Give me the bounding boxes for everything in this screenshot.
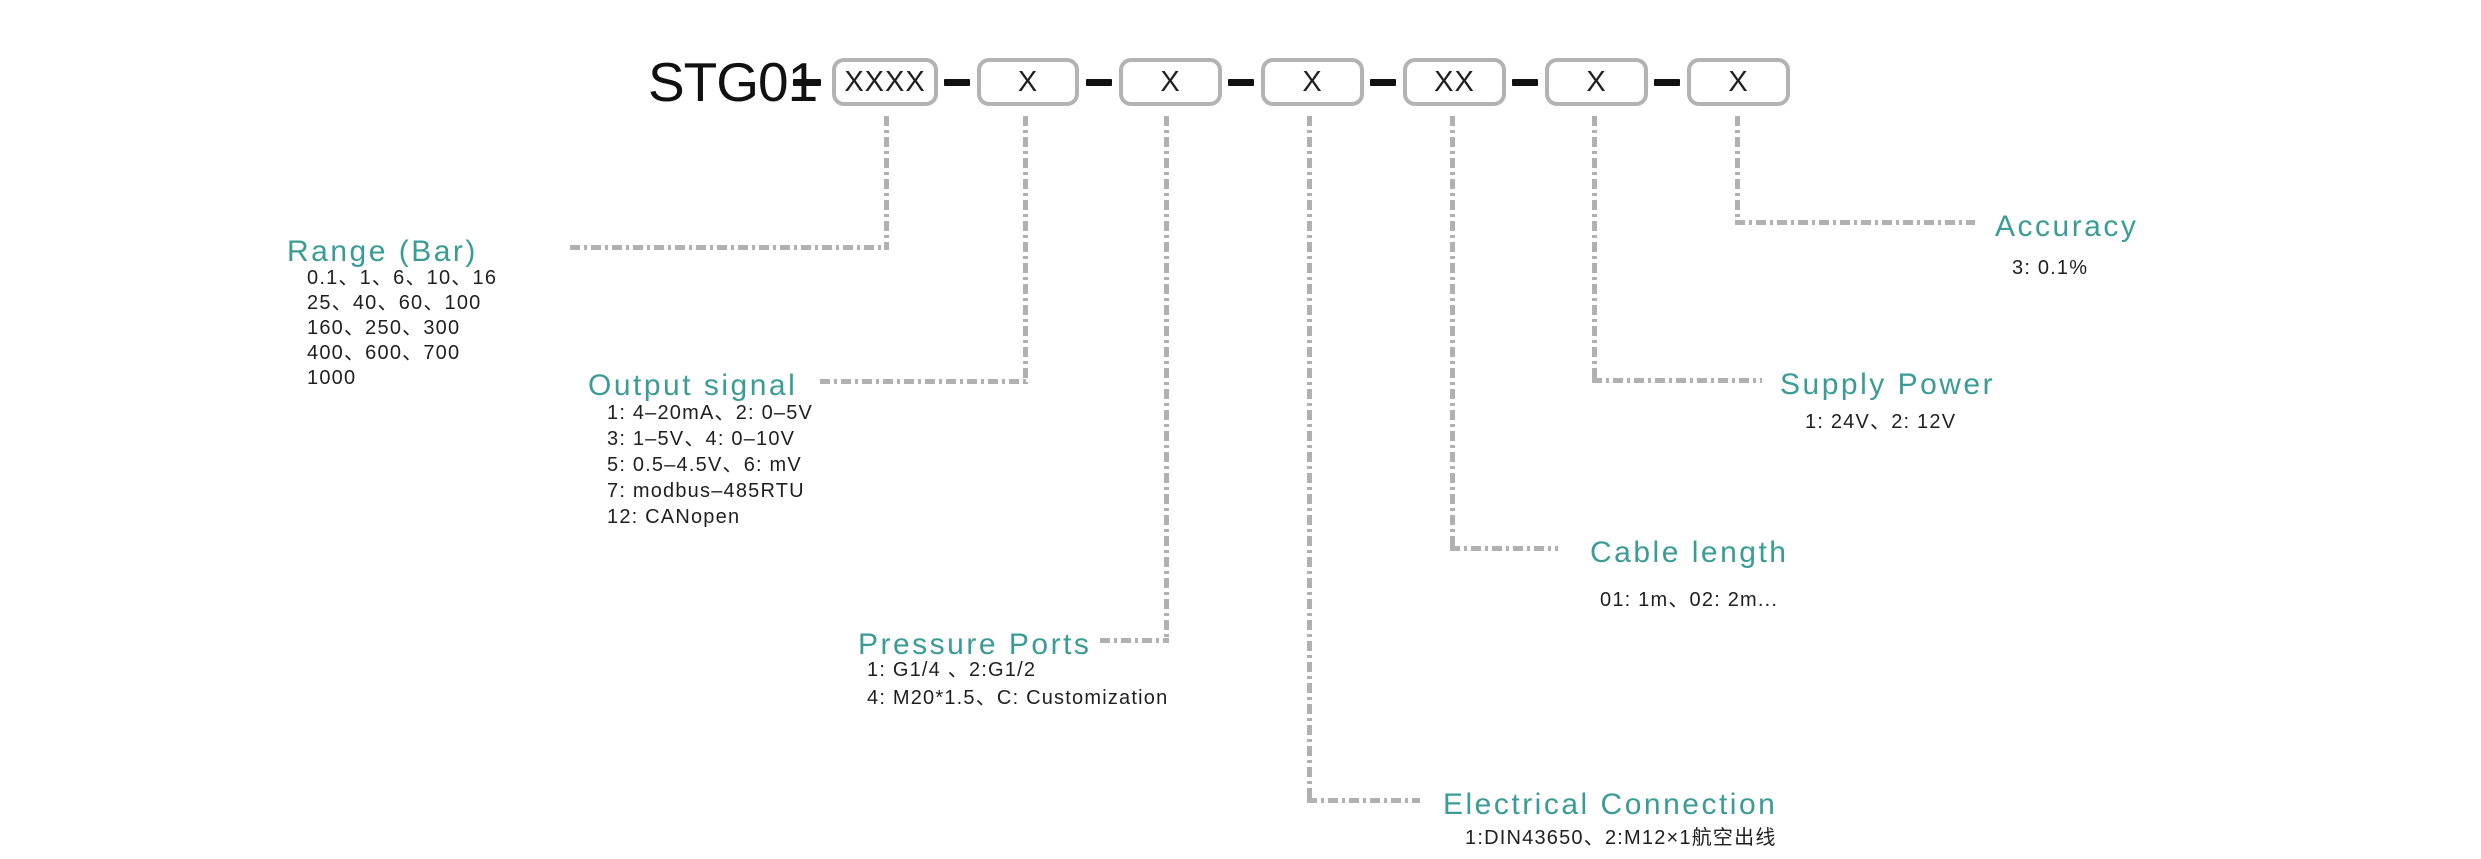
code-separator-dash: [1654, 79, 1680, 86]
accuracy-values: 3: 0.1%: [2012, 256, 2088, 281]
electrical-connection-connector-horizontal: [1307, 798, 1420, 803]
cable-length-label: Cable length: [1590, 536, 1789, 569]
code-box-range: XXXX: [832, 58, 938, 106]
electrical-connection-label: Electrical Connection: [1443, 788, 1778, 821]
pressure-ports-values-line: 4: M20*1.5、C: Customization: [867, 687, 1169, 709]
accuracy-values-line: 3: 0.1%: [2012, 257, 2089, 279]
range-values-line: 1000: [307, 367, 357, 389]
range-values-line: 160、250、300: [307, 317, 461, 339]
range-values: 0.1、1、6、10、16 25、40、60、100 160、250、300 4…: [307, 266, 497, 391]
electrical-connection-values: 1:DIN43650、2:M12×1航空出线: [1465, 826, 1777, 851]
code-box-accuracy: X: [1687, 58, 1790, 106]
pressure-ports-connector-horizontal: [1100, 638, 1169, 643]
model-prefix-label: STG01: [648, 51, 818, 113]
model-dash: [793, 79, 821, 86]
pressure-ports-values: 1: G1/4 、2:G1/2 4: M20*1.5、C: Customizat…: [867, 656, 1168, 712]
supply-power-connector-horizontal: [1592, 378, 1762, 383]
range-values-line: 25、40、60、100: [307, 292, 482, 314]
code-separator-dash: [1228, 79, 1254, 86]
accuracy-connector-vertical: [1735, 116, 1740, 225]
pressure-ports-values-line: 1: G1/4 、2:G1/2: [867, 659, 1037, 681]
code-box-supply-power: X: [1545, 58, 1648, 106]
cable-length-values-line: 01: 1m、02: 2m...: [1600, 589, 1779, 611]
output-signal-connector-horizontal: [820, 379, 1028, 384]
code-separator-dash: [1370, 79, 1396, 86]
output-signal-values-line: 1: 4–20mA、2: 0–5V: [607, 402, 814, 424]
range-connector-horizontal: [570, 245, 889, 250]
output-signal-label: Output signal: [588, 369, 798, 402]
supply-power-values: 1: 24V、2: 12V: [1805, 410, 1956, 435]
output-signal-values-line: 3: 1–5V、4: 0–10V: [607, 428, 796, 450]
code-box-pressure-ports: X: [1119, 58, 1222, 106]
range-connector-vertical: [884, 116, 889, 250]
code-box-output-signal: X: [977, 58, 1079, 106]
output-signal-values-line: 7: modbus–485RTU: [607, 480, 805, 502]
code-box-cable-length: XX: [1403, 58, 1506, 106]
output-signal-values-line: 5: 0.5–4.5V、6: mV: [607, 454, 802, 476]
accuracy-connector-horizontal: [1735, 220, 1975, 225]
output-signal-values-line: 12: CANopen: [607, 506, 741, 528]
range-values-line: 400、600、700: [307, 342, 461, 364]
supply-power-connector-vertical: [1592, 116, 1597, 383]
accuracy-label: Accuracy: [1995, 210, 2139, 243]
supply-power-values-line: 1: 24V、2: 12V: [1805, 411, 1957, 433]
pressure-ports-connector-vertical: [1164, 116, 1169, 643]
cable-length-connector-horizontal: [1450, 546, 1558, 551]
electrical-connection-values-line: 1:DIN43650、2:M12×1航空出线: [1465, 827, 1777, 849]
cable-length-connector-vertical: [1450, 116, 1455, 551]
range-values-line: 0.1、1、6、10、16: [307, 267, 498, 289]
pressure-ports-label: Pressure Ports: [858, 628, 1092, 661]
cable-length-values: 01: 1m、02: 2m...: [1600, 588, 1778, 613]
electrical-connection-connector-vertical: [1307, 116, 1312, 803]
code-separator-dash: [944, 79, 970, 86]
output-signal-values: 1: 4–20mA、2: 0–5V 3: 1–5V、4: 0–10V 5: 0.…: [607, 400, 813, 530]
code-separator-dash: [1512, 79, 1538, 86]
output-signal-connector-vertical: [1023, 116, 1028, 384]
supply-power-label: Supply Power: [1780, 368, 1996, 401]
code-box-electrical-connection: X: [1261, 58, 1364, 106]
code-separator-dash: [1086, 79, 1112, 86]
range-label: Range (Bar): [287, 235, 478, 268]
